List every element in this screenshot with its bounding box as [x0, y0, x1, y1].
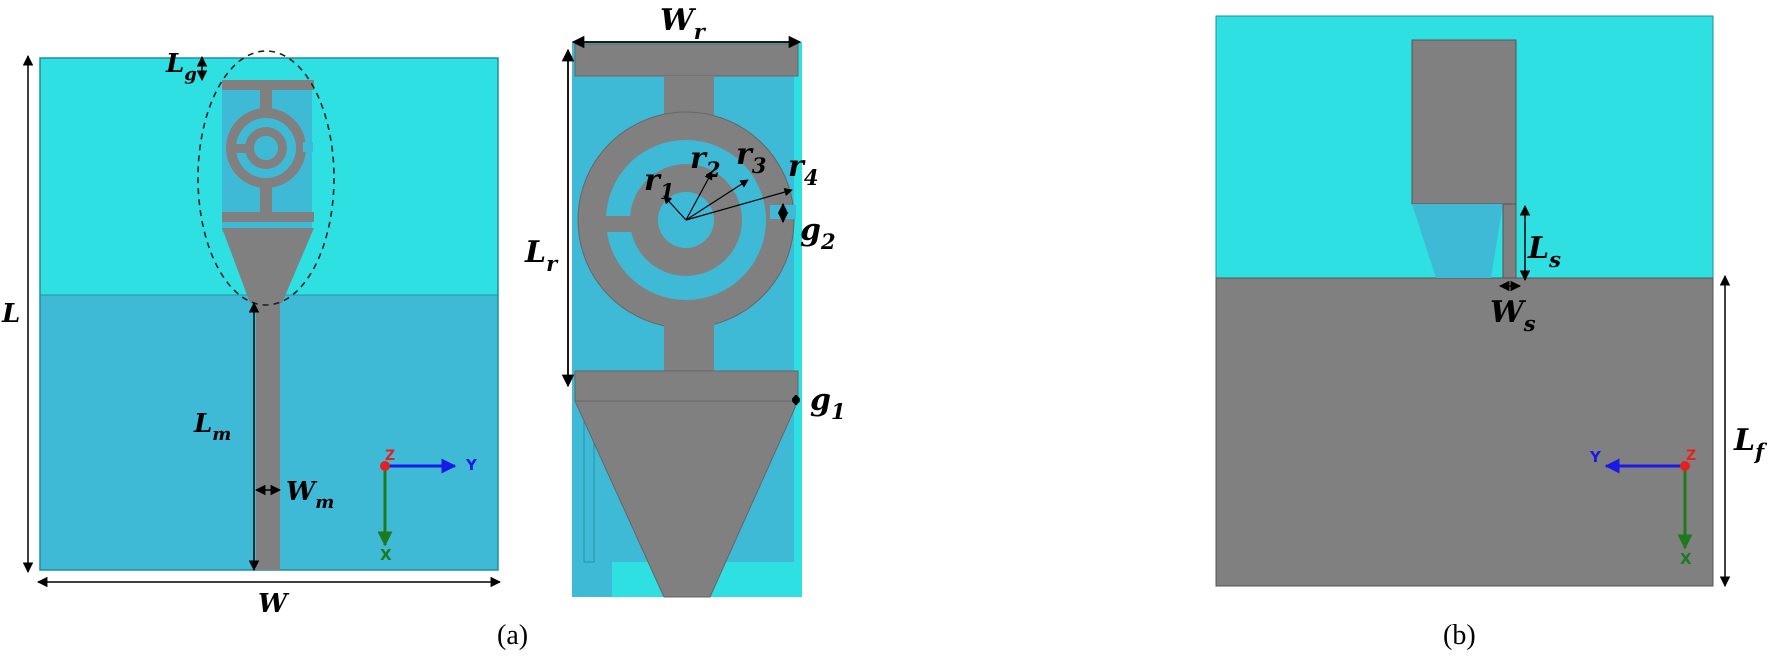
caption-b: (b)	[1443, 620, 1476, 651]
axis-y-label-b: Y	[1589, 448, 1602, 466]
axis-y-label: Y	[465, 456, 478, 474]
ring-resonator-small	[222, 80, 314, 303]
microstrip-feed	[256, 303, 280, 570]
label-g1: g1	[810, 383, 846, 424]
panel-a-zoom-view: Wr Lr r1 r2 r3 r4 g2 g1	[524, 3, 846, 598]
label-r1: r1	[644, 163, 674, 204]
caption-a: (a)	[497, 620, 528, 651]
label-r3: r3	[736, 137, 766, 178]
label-g2: g2	[800, 213, 836, 254]
axis-z-label-b: Z	[1686, 448, 1696, 464]
label-Ws: Ws	[1490, 295, 1536, 336]
panel-b-back-view: Ls Ws Lf Y X Z	[1215, 15, 1768, 588]
label-Wm: Wm	[286, 477, 334, 513]
label-r4: r4	[788, 149, 818, 190]
panel-a-front-view: L W Lg Lm Wm Y X Z	[1, 49, 502, 619]
label-Lm: Lm	[193, 409, 231, 445]
label-L: L	[1, 299, 20, 329]
slot-stub	[1502, 203, 1517, 279]
label-Wr: Wr	[660, 3, 707, 44]
label-Ls: Ls	[1527, 231, 1561, 272]
axis-triad-back: Y X Z	[1589, 448, 1696, 568]
axis-triad-front: Y X Z	[377, 448, 478, 564]
label-W: W	[258, 589, 290, 619]
zoom-region-ellipse	[197, 50, 335, 306]
label-Lr: Lr	[524, 235, 559, 276]
axis-x-label-b: X	[1680, 550, 1692, 568]
ground-plane-back	[1215, 277, 1714, 587]
label-Lg: Lg	[165, 49, 197, 85]
label-r2: r2	[690, 141, 720, 182]
label-Lf: Lf	[1733, 423, 1768, 464]
parasitic-strip	[1411, 39, 1517, 205]
axis-x-label: X	[380, 546, 392, 564]
axis-z-label: Z	[385, 448, 395, 464]
